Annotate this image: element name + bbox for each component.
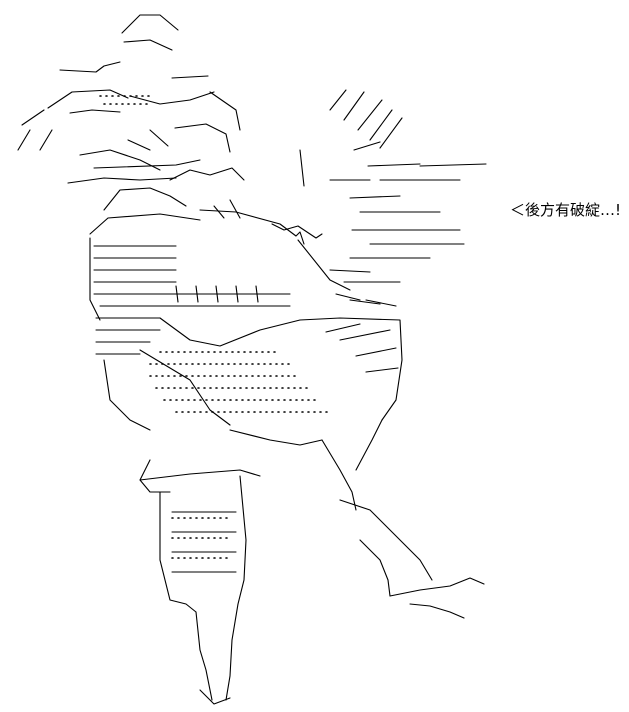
stipple-shading bbox=[99, 95, 331, 559]
leg-lines bbox=[103, 317, 485, 705]
head-lines bbox=[17, 14, 245, 184]
speed-lines bbox=[297, 89, 487, 307]
torso-lines bbox=[89, 187, 323, 355]
caption-text: ＜後方有破綻…! bbox=[510, 201, 622, 219]
